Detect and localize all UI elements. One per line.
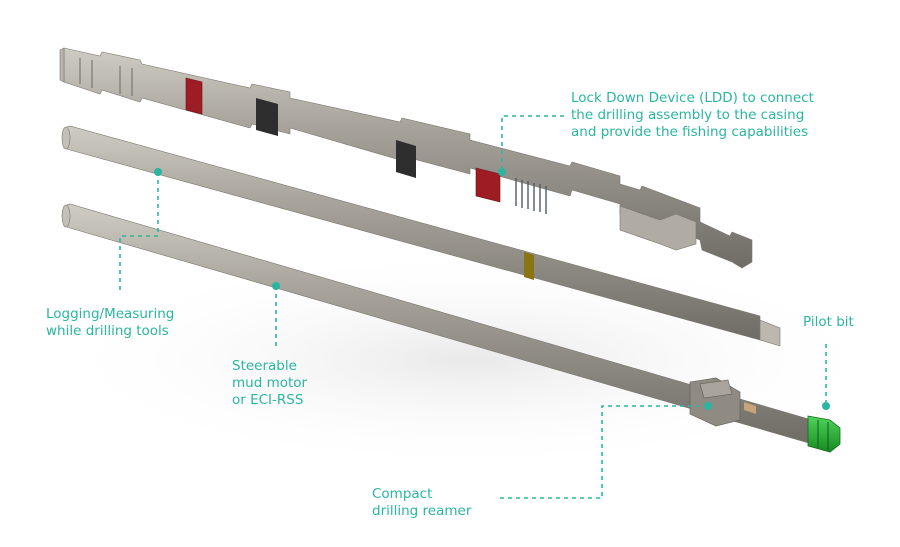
- label-ldd-line-3: and provide the fishing capabilities: [571, 124, 809, 140]
- floor-shadow: [40, 250, 900, 470]
- pilot-bit-shape: [807, 415, 841, 453]
- label-reamer-line-1: Compact: [372, 486, 433, 502]
- label-ldd-line-2: the drilling assembly to the casing: [571, 107, 805, 123]
- leader-dots: [154, 168, 830, 410]
- label-reamer: Compact drilling reamer: [372, 486, 471, 520]
- label-lwd: Logging/Measuring while drilling tools: [46, 306, 174, 340]
- ldd-right-collar: [619, 205, 697, 251]
- pilot-bit-cutters: [817, 420, 829, 450]
- leader-ldd: [501, 115, 566, 170]
- dot-ldd: [498, 168, 506, 176]
- ldd-slots: [79, 58, 133, 96]
- ldd-spring-coil: [515, 178, 547, 214]
- lwd-tool-string: [61, 125, 781, 347]
- lwd-yellow-band: [524, 252, 534, 280]
- label-pilot-bit: Pilot bit: [803, 314, 854, 331]
- motor-tool-string: [61, 203, 841, 453]
- label-motor: Steerable mud motor or ECI-RSS: [232, 358, 307, 409]
- dot-pilot-bit: [822, 402, 830, 410]
- reamer-blade: [699, 379, 733, 399]
- motor-left-end: [61, 204, 71, 228]
- label-reamer-line-2: drilling reamer: [372, 503, 472, 519]
- leader-lwd: [119, 172, 159, 292]
- ldd-dark-band-1: [256, 98, 278, 136]
- label-motor-line-2: mud motor: [232, 375, 308, 391]
- label-lwd-line-1: Logging/Measuring: [46, 306, 175, 322]
- leader-reamer: [500, 405, 708, 499]
- ldd-dark-band-2: [396, 140, 416, 178]
- lwd-left-end: [61, 126, 71, 150]
- reamer-copper-detail: [744, 402, 756, 414]
- label-lwd-line-2: while drilling tools: [46, 323, 169, 339]
- ldd-tool-string: [59, 47, 753, 269]
- ldd-nose-cap: [59, 47, 65, 83]
- ldd-red-band-1: [185, 77, 203, 115]
- label-ldd-line-1: Lock Down Device (LDD) to connect: [571, 90, 814, 106]
- ldd-red-band-2: [475, 167, 501, 203]
- label-motor-line-3: or ECI-RSS: [232, 392, 304, 408]
- label-pilot-bit-line-1: Pilot bit: [803, 314, 854, 330]
- dot-lwd: [154, 168, 162, 176]
- label-ldd: Lock Down Device (LDD) to connect the dr…: [571, 90, 814, 141]
- ldd-tool-body: [63, 47, 753, 269]
- dot-motor: [272, 282, 280, 290]
- leader-lines: [119, 115, 827, 499]
- dot-reamer: [704, 402, 712, 410]
- label-motor-line-1: Steerable: [232, 358, 297, 374]
- lwd-end-cap: [759, 319, 781, 347]
